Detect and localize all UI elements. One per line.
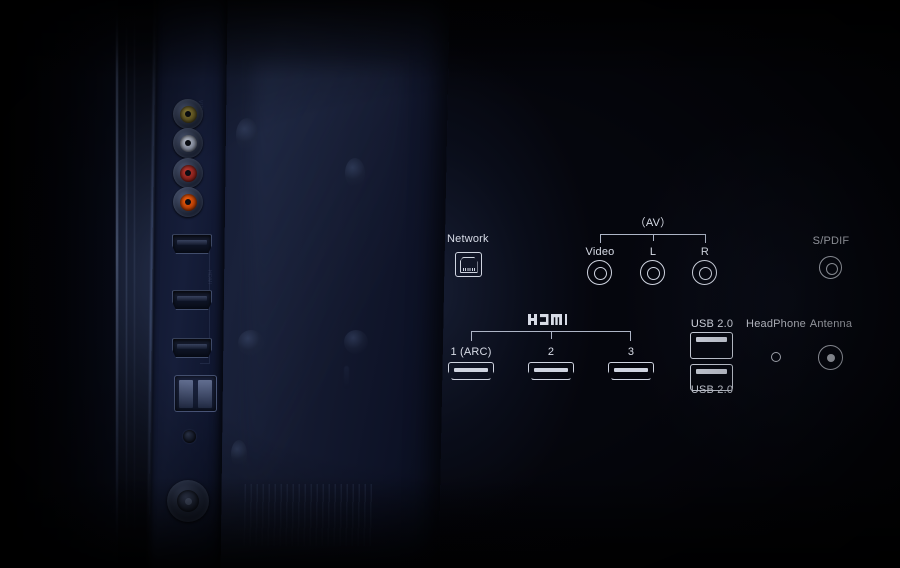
headphone-label: HeadPhone [746,318,806,330]
rj45-ethernet-icon [455,252,482,277]
rj45-pins [462,268,475,272]
hdmi-letter-i [564,314,568,325]
usb-bottom-label: USB 2.0 [690,384,734,396]
bracket-leg-center [653,234,655,241]
optical-spdif-icon [819,256,842,279]
av-left-label: L [649,246,657,258]
bracket-leg-right [629,331,631,341]
headphone-jack-icon [771,352,781,362]
rca-jack-icon-left [640,260,665,285]
hdmi-port-3-label: 3 [627,346,635,358]
hdmi-letter-d [540,314,549,325]
av-right-label: R [700,246,710,258]
bracket-leg-left [600,234,602,243]
spdif-label: S/PDIF [812,235,850,247]
usb-top-label: USB 2.0 [690,318,734,330]
av-group-label: （AV） [634,217,672,229]
rca-jack-icon-right [692,260,717,285]
hdmi-port-2-label: 2 [547,346,555,358]
antenna-coax-icon [818,345,843,370]
hdmi-connector-icon-2 [528,362,574,380]
hdmi-wordmark [528,313,568,325]
bracket-leg-center [551,331,553,339]
hdmi-letter-h [528,314,537,325]
rca-jack-icon-video [587,260,612,285]
network-label: Network [447,233,489,245]
hdmi-port-1-label: 1 (ARC) [450,346,492,358]
hdmi-letter-m [551,314,562,325]
antenna-label: Antenna [809,318,853,330]
bracket-leg-left [471,331,473,341]
bracket-leg-right [704,234,706,243]
av-group-bracket [600,234,706,243]
hdmi-connector-icon-3 [608,362,654,380]
hdmi-group-bracket [471,331,631,341]
usb-connector-icon-top [690,332,733,359]
hdmi-connector-icon-1 [448,362,494,380]
av-video-label: Video [585,246,615,258]
